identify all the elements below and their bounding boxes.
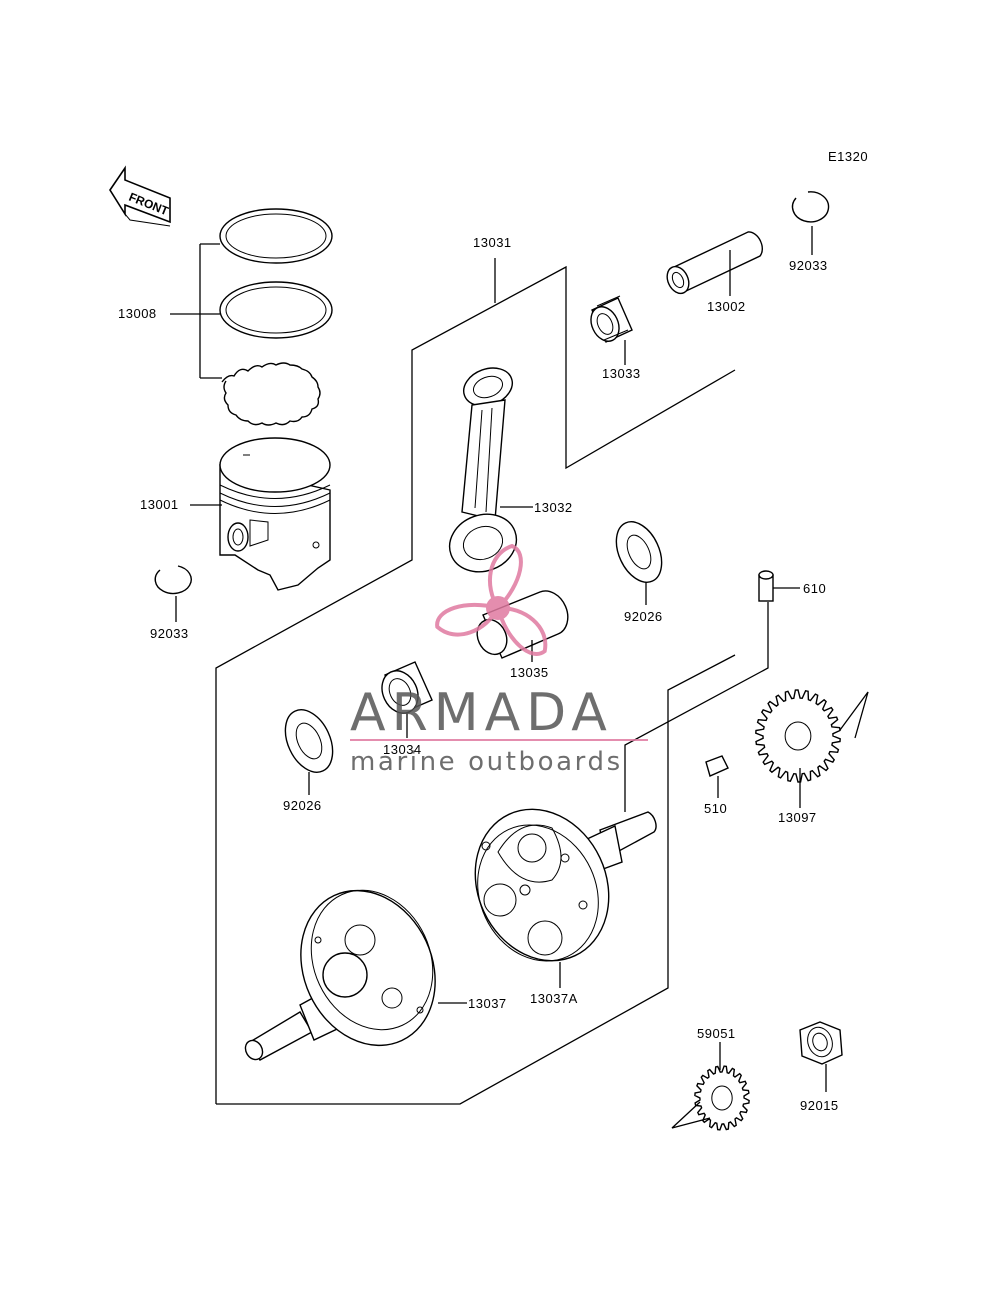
armada-watermark: ARMADA marine outboards [350, 543, 648, 777]
piston [219, 437, 331, 591]
crank-gear [755, 689, 841, 783]
label-13033: 13033 [602, 366, 641, 381]
label-13001: 13001 [140, 497, 179, 512]
pump-drive-gear [694, 1065, 750, 1131]
propeller-logo-icon [435, 543, 548, 656]
label-510: 510 [704, 801, 727, 816]
piston-rings [170, 208, 333, 426]
label-610: 610 [803, 581, 826, 596]
label-13034: 13034 [383, 742, 422, 757]
label-92015: 92015 [800, 1098, 839, 1113]
connecting-rod [448, 367, 518, 573]
label-13097: 13097 [778, 810, 817, 825]
crankshaft-left-half [244, 889, 436, 1061]
watermark-brand: ARMADA [350, 683, 613, 743]
label-13037: 13037 [468, 996, 507, 1011]
front-arrow-icon: FRONT [109, 165, 171, 227]
label-92026-left: 92026 [283, 798, 322, 813]
small-end-bearing [590, 295, 633, 343]
crankshaft-right-half [474, 808, 657, 962]
label-13031: 13031 [473, 235, 512, 250]
diagram-code: E1320 [828, 149, 868, 164]
label-92033-left: 92033 [150, 626, 189, 641]
label-13037A: 13037A [530, 991, 578, 1006]
label-59051: 59051 [697, 1026, 736, 1041]
big-end-bearing [381, 661, 433, 714]
piston-pin [666, 231, 764, 295]
thrust-washer-right [615, 521, 663, 583]
label-13008: 13008 [118, 306, 157, 321]
woodruff-key [705, 755, 729, 777]
pin [758, 570, 774, 602]
nut [799, 1021, 843, 1065]
label-13002: 13002 [707, 299, 746, 314]
thrust-washer-left [284, 709, 334, 773]
label-92033-right: 92033 [789, 258, 828, 273]
label-92026-right: 92026 [624, 609, 663, 624]
label-13032: 13032 [534, 500, 573, 515]
label-13035: 13035 [510, 665, 549, 680]
watermark-tagline: marine outboards [350, 747, 623, 777]
